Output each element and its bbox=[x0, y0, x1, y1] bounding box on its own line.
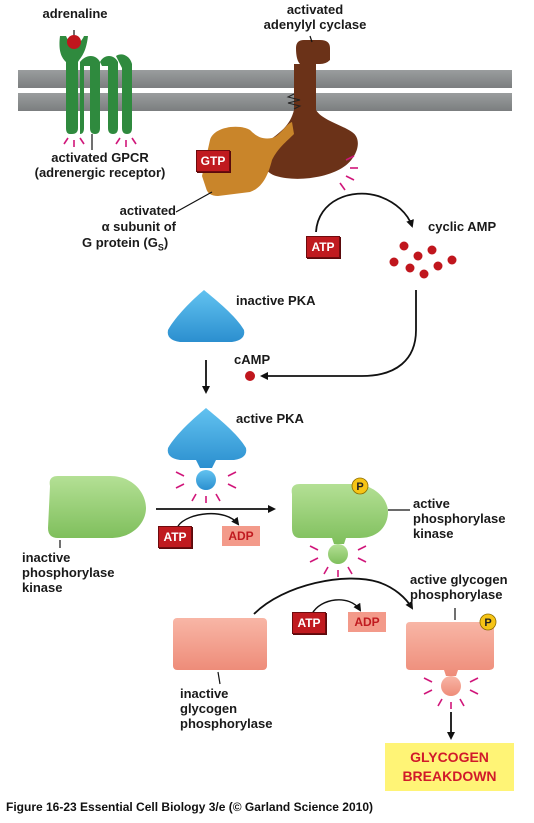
glycogen-breakdown-box: GLYCOGEN BREAKDOWN bbox=[385, 743, 514, 791]
inactive-glycogen-phosphorylase bbox=[173, 618, 267, 670]
active-glycogen-phosphorylase bbox=[406, 622, 494, 696]
atp-to-camp-arrow bbox=[315, 192, 414, 233]
atp-tag-kinase: ATP bbox=[158, 526, 192, 548]
phosphorylase-activation-arrow bbox=[253, 577, 414, 615]
g-protein-alpha-subunit bbox=[202, 122, 294, 196]
camp-label: cAMP bbox=[234, 352, 271, 367]
phosphate-on-kinase bbox=[351, 477, 369, 495]
adenylyl-cyclase bbox=[261, 40, 358, 179]
camp-molecule bbox=[245, 371, 255, 381]
inactive-pka bbox=[167, 290, 245, 342]
camp-to-pka-arrow bbox=[260, 290, 417, 380]
alpha-subunit-label-line1: activated bbox=[119, 203, 176, 218]
atp-tag-phosphorylase: ATP bbox=[292, 612, 326, 634]
adenylyl-cyclase-label: activated adenylyl cyclase bbox=[263, 2, 367, 32]
inactive-pka-label: inactive PKA bbox=[236, 293, 316, 308]
alpha-subunit-text: G protein (G bbox=[82, 235, 158, 250]
adenylyl-cyclase-glow bbox=[339, 155, 358, 191]
gpcr-label: activated GPCR (adrenergic receptor) bbox=[34, 150, 166, 180]
glycogen-breakdown-label: GLYCOGEN BREAKDOWN bbox=[402, 749, 497, 784]
alpha-subunit-label-line2: α subunit of bbox=[101, 219, 176, 234]
cyclic-amp-cloud bbox=[389, 241, 457, 279]
adrenaline-molecule bbox=[67, 35, 81, 49]
active-phosphorylase-kinase-label: active phosphorylase kinase bbox=[413, 496, 506, 541]
inactive-phosphorylase-kinase-label: inactive phosphorylase kinase bbox=[22, 550, 115, 595]
adp-tag-phosphorylase: ADP bbox=[348, 612, 386, 632]
active-phosphorylase-kinase bbox=[291, 484, 388, 564]
active-glycogen-phosphorylase-label: active glycogen phosphorylase bbox=[410, 572, 508, 602]
alpha-subunit-label-line3: G protein (GS) bbox=[82, 235, 168, 256]
adp-tag-kinase: ADP bbox=[222, 526, 260, 546]
kinase-atp-adp-curve bbox=[177, 512, 240, 527]
active-pka-glow bbox=[175, 471, 237, 503]
alpha-subunit-close-paren: ) bbox=[163, 235, 169, 250]
active-kinase-glow bbox=[309, 545, 367, 577]
leader-lines bbox=[59, 30, 456, 685]
lipid-anchor-squiggle bbox=[286, 93, 302, 110]
phosphate-label-1: P bbox=[356, 481, 363, 493]
cyclic-amp-label: cyclic AMP bbox=[428, 219, 497, 234]
inactive-glycogen-phosphorylase-label: inactive glycogen phosphorylase bbox=[180, 686, 273, 731]
alpha-subunit-subscript: S bbox=[157, 242, 164, 253]
active-pka-label: active PKA bbox=[236, 411, 304, 426]
cell-membrane bbox=[18, 70, 512, 111]
active-pka bbox=[167, 408, 247, 490]
gpcr-receptor bbox=[59, 35, 132, 134]
gtp-tag: GTP bbox=[196, 150, 230, 172]
phosphate-on-phosphorylase bbox=[479, 613, 497, 631]
adrenaline-label: adrenaline bbox=[42, 6, 108, 21]
phosphorylase-atp-adp-curve bbox=[311, 599, 362, 615]
gpcr-activation-glow bbox=[63, 137, 137, 147]
figure-caption: Figure 16-23 Essential Cell Biology 3/e … bbox=[6, 800, 373, 814]
phosphate-label-2: P bbox=[484, 617, 491, 629]
active-phosphorylase-glow bbox=[423, 677, 479, 709]
inactive-phosphorylase-kinase bbox=[48, 476, 146, 538]
atp-tag-adenylyl: ATP bbox=[306, 236, 340, 258]
